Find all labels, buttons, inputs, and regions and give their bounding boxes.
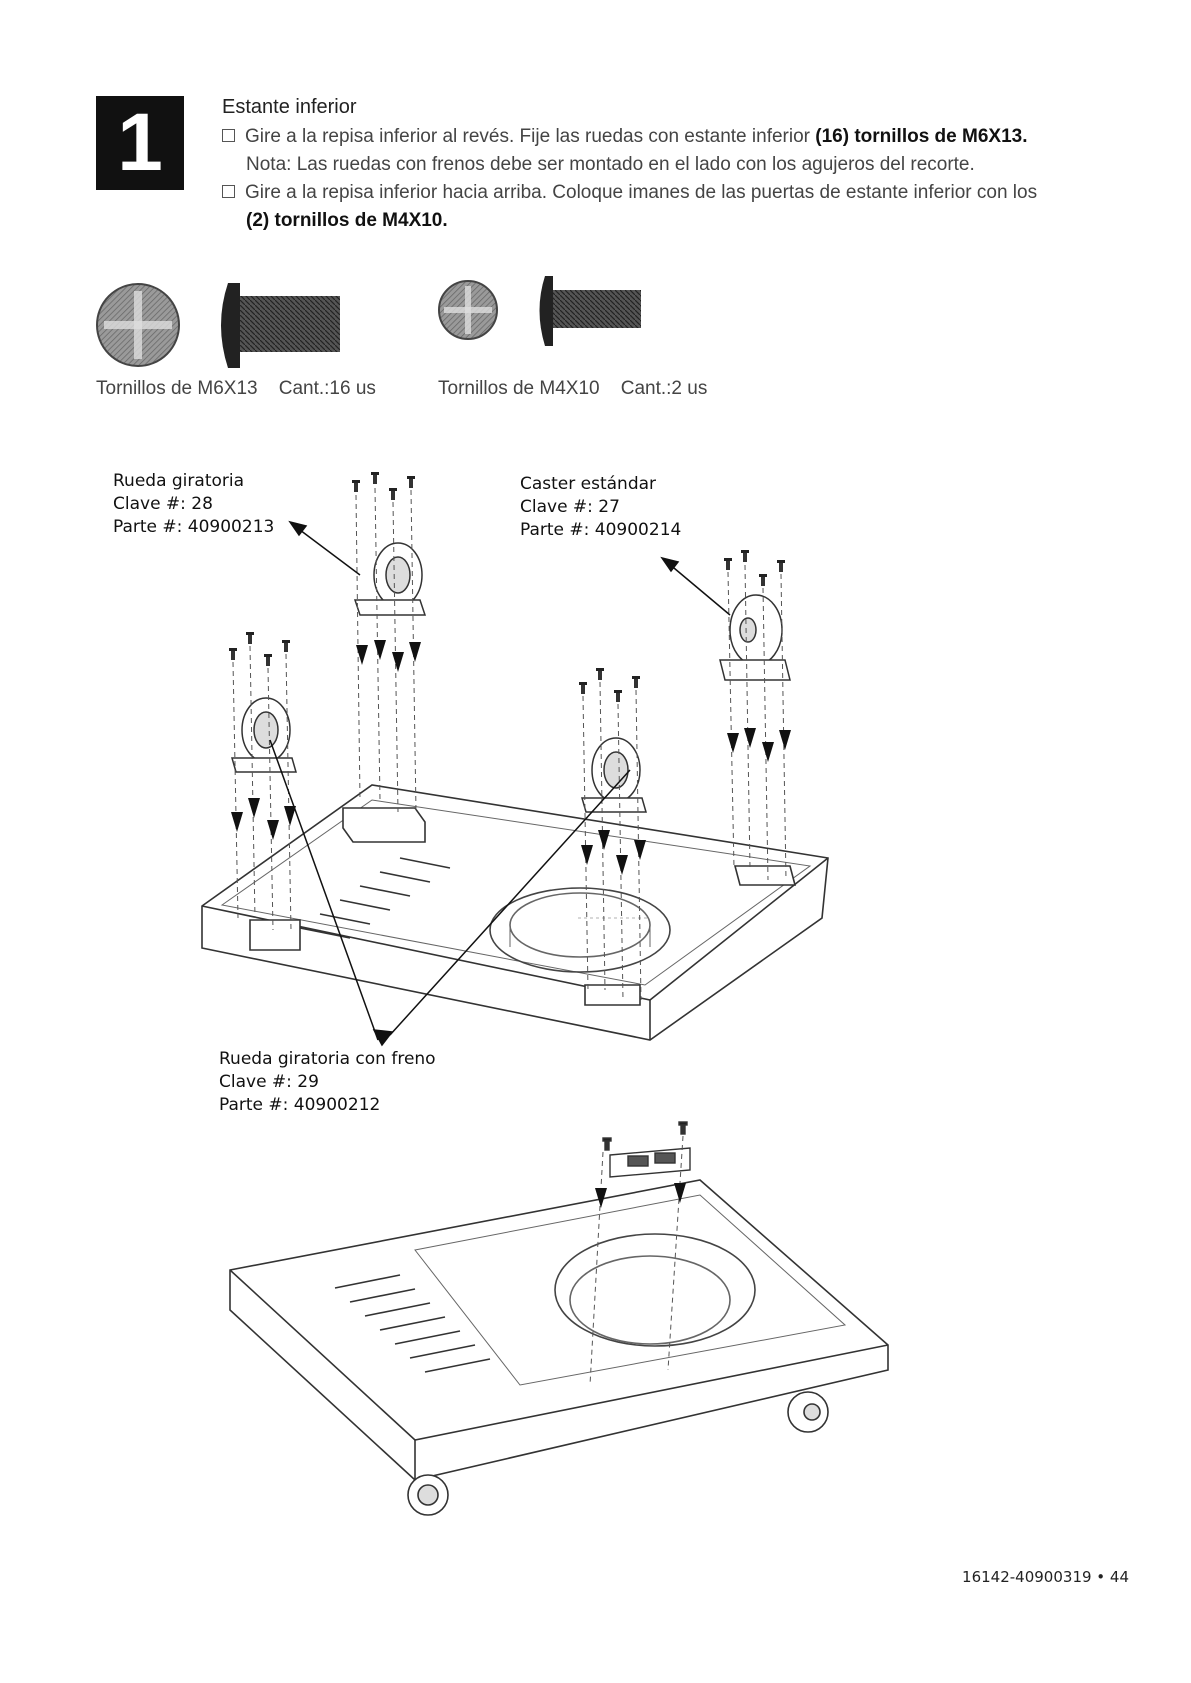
callout-part: Parte #: 40900214: [520, 520, 682, 540]
callout-swivel-caster: Rueda giratoria Clave #: 28 Parte #: 409…: [113, 470, 274, 539]
hardware-qty: Cant.:16 us: [278, 378, 376, 399]
instructions-title: Estante inferior: [222, 96, 357, 118]
checkbox-icon: [222, 185, 235, 198]
screw-m4x10-icon: [438, 276, 641, 346]
callout-part: Parte #: 40900213: [113, 517, 275, 537]
brake-caster-left: [231, 697, 297, 773]
checkbox-icon: [222, 129, 235, 142]
hardware-name: Tornillos de M4X10: [438, 378, 600, 399]
callout-name: Rueda giratoria: [113, 471, 245, 491]
brake-caster-right: [581, 737, 647, 813]
instructions-block: Estante inferior Gire a la repisa inferi…: [222, 96, 1122, 235]
hardware-name: Tornillos de M6X13: [96, 378, 258, 399]
screw-m6x13-icon: [96, 283, 340, 368]
step-number: 1: [117, 97, 163, 188]
swivel-caster: [353, 542, 427, 616]
callout-name: Caster estándar: [520, 474, 657, 494]
shelf-upside-down-diagram: [201, 784, 829, 1041]
instruction-text-1b: (16) tornillos de M6X13.: [815, 126, 1028, 147]
callout-leaders: [269, 520, 731, 1047]
standard-caster: [719, 594, 791, 681]
shelf-upright-diagram: [229, 1179, 889, 1516]
callout-part: Parte #: 40900212: [219, 1095, 381, 1115]
hardware-qty: Cant.:2 us: [620, 378, 708, 399]
instruction-text-1a: Gire a la repisa inferior al revés. Fije…: [245, 126, 816, 147]
step-number-badge: 1: [96, 96, 184, 190]
hardware-label-m6x13: Tornillos de M6X13 Cant.:16 us: [96, 378, 376, 400]
instruction-line-1: Gire a la repisa inferior al revés. Fije…: [222, 123, 1122, 151]
door-magnet: [602, 1121, 691, 1178]
callout-brake-caster: Rueda giratoria con freno Clave #: 29 Pa…: [219, 1048, 436, 1117]
callout-key: Clave #: 27: [520, 497, 620, 517]
hardware-label-m4x10: Tornillos de M4X10 Cant.:2 us: [438, 378, 707, 400]
caster-screws: [229, 472, 785, 702]
instruction-text-3: Gire a la repisa inferior hacia arriba. …: [245, 182, 1038, 203]
page-footer: 16142-40900319 • 44: [962, 1568, 1129, 1586]
callout-standard-caster: Caster estándar Clave #: 27 Parte #: 409…: [520, 473, 681, 542]
callout-key: Clave #: 29: [219, 1072, 319, 1092]
callout-name: Rueda giratoria con freno: [219, 1049, 436, 1069]
instruction-note: Nota: Las ruedas con frenos debe ser mon…: [246, 154, 975, 175]
instruction-line-4: (2) tornillos de M4X10.: [246, 210, 448, 231]
callout-key: Clave #: 28: [113, 494, 213, 514]
instruction-line-3: Gire a la repisa inferior hacia arriba. …: [222, 179, 1122, 207]
